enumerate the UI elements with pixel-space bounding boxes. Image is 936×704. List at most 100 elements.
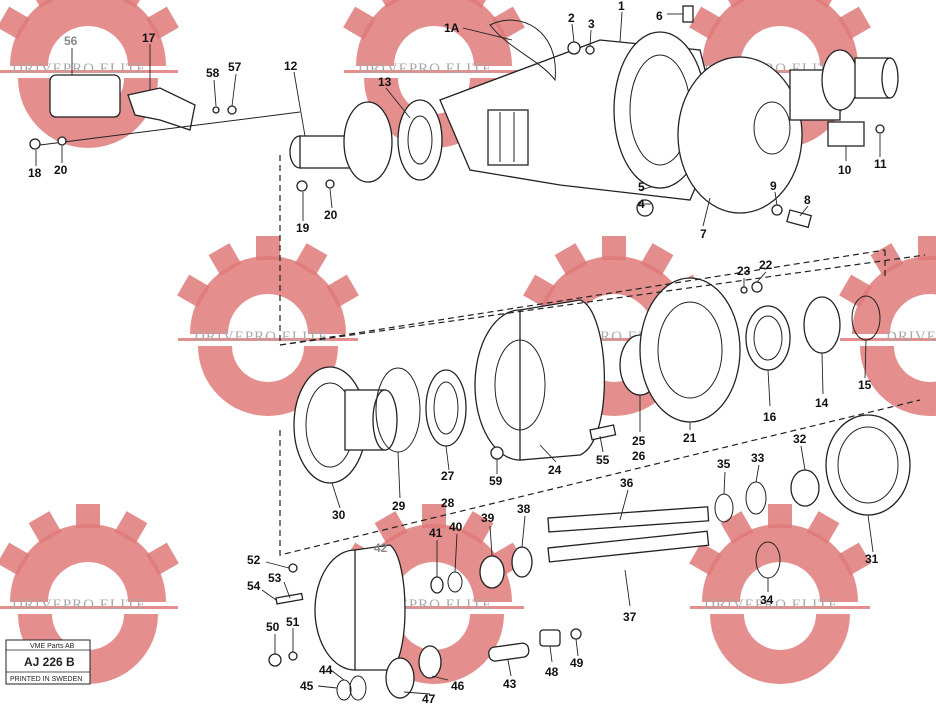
washer-45 (336, 679, 352, 701)
callout: 26 (632, 449, 646, 463)
callout: 31 (865, 552, 879, 566)
ring-gear-30 (293, 366, 398, 484)
axle-shaft-36 (547, 506, 710, 533)
callout: 25 (632, 434, 646, 448)
callout: 53 (268, 571, 282, 585)
callout: 24 (548, 463, 562, 477)
callout: 47 (422, 692, 436, 704)
assembly-guide-lines (279, 155, 926, 556)
ring-33 (745, 481, 767, 515)
callout: 55 (596, 453, 610, 467)
gear-39 (479, 555, 505, 589)
callout: 38 (517, 502, 531, 516)
callout: 8 (804, 193, 811, 207)
callout: 23 (737, 264, 751, 278)
callout-labels: 1A 1 2 3 6 56 17 58 57 12 13 18 20 19 20… (28, 0, 887, 704)
callout: 28 (441, 496, 455, 510)
callout: 48 (545, 665, 559, 679)
callout: 1 (618, 0, 625, 13)
hub-32 (790, 469, 820, 507)
callout: 52 (247, 553, 261, 567)
callout: 46 (451, 679, 465, 693)
watermark-text: DRIVEPRO ELITE (12, 61, 146, 77)
callout: 50 (266, 620, 280, 634)
lock-plate-48 (539, 629, 561, 647)
planet-carrier-42 (314, 544, 406, 671)
callout: 39 (481, 511, 495, 525)
callout: 10 (838, 163, 852, 177)
callout: 20 (54, 163, 68, 177)
axle-shaft-37 (547, 530, 710, 563)
bearing-46 (418, 645, 442, 679)
pin-43 (488, 642, 530, 662)
stamp: VME Parts AB AJ 226 B PRINTED IN SWEDEN (5, 639, 91, 685)
callout: 29 (392, 499, 406, 513)
washer-38 (511, 546, 533, 578)
callout: 20 (324, 208, 338, 222)
callout: 43 (503, 677, 517, 691)
leader-lines (35, 11, 881, 695)
bushing-41 (430, 576, 444, 594)
washer-44 (349, 675, 367, 701)
stamp-code: AJ 226 B (24, 655, 75, 669)
callout: 27 (441, 469, 455, 483)
callout: 49 (570, 656, 584, 670)
circlip-35 (714, 493, 734, 523)
parts-layer (29, 5, 926, 701)
callout: 18 (28, 166, 42, 180)
bracket-56-17 (39, 74, 301, 146)
hub-flange (677, 49, 899, 214)
callout: 58 (206, 66, 220, 80)
callout: 13 (378, 75, 392, 89)
callout: 59 (489, 474, 503, 488)
callout: 32 (793, 432, 807, 446)
callout: 3 (588, 17, 595, 31)
callout: 22 (759, 258, 773, 272)
callout: 45 (300, 679, 314, 693)
callout: 30 (332, 508, 346, 522)
callout: 41 (429, 526, 443, 540)
ring-gear-31 (825, 414, 911, 516)
bearing-27 (425, 369, 467, 447)
callout: 34 (760, 593, 774, 607)
plate-10 (827, 121, 865, 147)
bolts (29, 5, 885, 667)
callout: 33 (751, 451, 765, 465)
callout: 21 (683, 431, 697, 445)
callout: 42 (374, 541, 388, 555)
wheel-hub-24 (474, 299, 606, 461)
watermark-text: DRIVEPRO ELITE (886, 329, 936, 345)
bearing-16 (745, 305, 791, 371)
callout: 1A (444, 21, 460, 35)
watermark-text: DRIVEPRO ELITE (12, 597, 146, 613)
stamp-company: VME Parts AB (30, 643, 75, 650)
callout: 19 (296, 221, 310, 235)
callout: 37 (623, 610, 637, 624)
brake-disc-21 (639, 277, 741, 423)
callout: 17 (142, 31, 156, 45)
drive-shaft-12 (289, 99, 443, 183)
callout: 40 (449, 520, 463, 534)
callout: 51 (286, 615, 300, 629)
callout: 9 (770, 179, 777, 193)
callout: 44 (319, 663, 333, 677)
watermark-text: DRIVEPRO ELITE (194, 329, 328, 345)
callout: 36 (620, 476, 634, 490)
callout: 12 (284, 59, 298, 73)
callout: 35 (717, 457, 731, 471)
callout: 57 (228, 60, 242, 74)
callout: 5 (638, 180, 645, 194)
stamp-printed: PRINTED IN SWEDEN (10, 676, 82, 683)
callout: 2 (568, 11, 575, 25)
callout: 15 (858, 378, 872, 392)
watermark-text: DRIVEPRO ELITE (704, 597, 838, 613)
callout: 56 (64, 34, 78, 48)
callout: 14 (815, 396, 829, 410)
callout: 11 (874, 157, 887, 171)
bolt-49 (570, 628, 582, 640)
callout: 6 (656, 9, 663, 23)
callout: 7 (700, 227, 707, 241)
callout: 54 (247, 579, 261, 593)
callout: 16 (763, 410, 777, 424)
